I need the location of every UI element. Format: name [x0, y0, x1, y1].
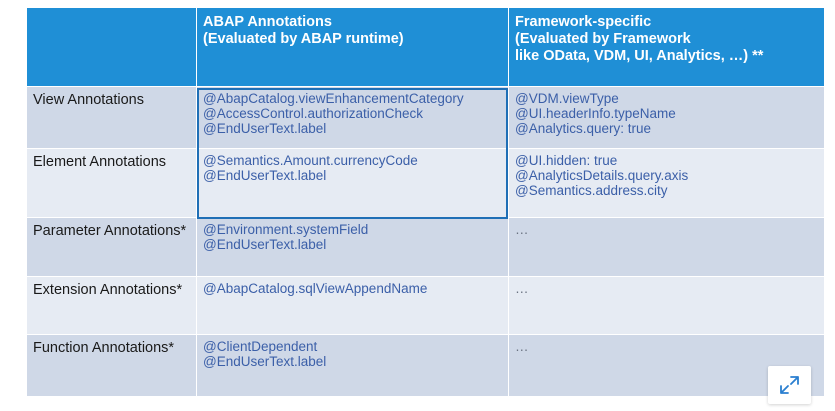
annotation-text: @EndUserText.label — [203, 354, 327, 369]
framework-cell-parameter: … — [508, 217, 825, 277]
abap-cell-extension: @AbapCatalog.sqlViewAppendName — [196, 276, 509, 335]
ellipsis-text: … — [515, 281, 529, 296]
table-header-row: ABAP Annotations (Evaluated by ABAP runt… — [26, 7, 825, 87]
annotation-text: @UI.hidden: true — [515, 153, 618, 168]
expand-button[interactable] — [768, 366, 811, 404]
abap-cell-function: @ClientDependent @EndUserText.label — [196, 334, 509, 397]
table-row: Element Annotations @Semantics.Amount.cu… — [26, 148, 825, 218]
header-abap-title: ABAP Annotations — [203, 14, 332, 30]
ellipsis-text: … — [515, 222, 529, 237]
header-framework-specific: Framework-specific (Evaluated by Framewo… — [508, 7, 825, 87]
annotation-text: @Analytics.query: true — [515, 121, 652, 136]
annotation-text: @AbapCatalog.viewEnhancementCategory — [203, 91, 464, 106]
expand-arrows-icon — [780, 376, 799, 394]
table-row: Extension Annotations* @AbapCatalog.sqlV… — [26, 276, 825, 335]
table-row: View Annotations @AbapCatalog.viewEnhanc… — [26, 86, 825, 149]
annotation-text: @EndUserText.label — [203, 168, 327, 183]
annotation-text: @Semantics.Amount.currencyCode — [203, 153, 418, 168]
row-label-element: Element Annotations — [26, 148, 197, 218]
framework-cell-view: @VDM.viewType @UI.headerInfo.typeName @A… — [508, 86, 825, 149]
table-row: Function Annotations* @ClientDependent @… — [26, 334, 825, 397]
annotation-text: @AnalyticsDetails.query.axis — [515, 168, 689, 183]
table-row: Parameter Annotations* @Environment.syst… — [26, 217, 825, 277]
annotation-text: @EndUserText.label — [203, 237, 327, 252]
annotations-table: ABAP Annotations (Evaluated by ABAP runt… — [26, 7, 825, 397]
annotation-text: @ClientDependent — [203, 339, 318, 354]
abap-cell-element: @Semantics.Amount.currencyCode @EndUserT… — [196, 148, 509, 218]
framework-cell-element: @UI.hidden: true @AnalyticsDetails.query… — [508, 148, 825, 218]
framework-cell-function: … — [508, 334, 825, 397]
annotation-text: @VDM.viewType — [515, 91, 619, 106]
abap-cell-parameter: @Environment.systemField @EndUserText.la… — [196, 217, 509, 277]
header-framework-title: Framework-specific — [515, 14, 652, 30]
annotation-text: @AccessControl.authorizationCheck — [203, 106, 424, 121]
ellipsis-text: … — [515, 339, 529, 354]
header-empty-cell — [26, 7, 197, 87]
abap-cell-view: @AbapCatalog.viewEnhancementCategory @Ac… — [196, 86, 509, 149]
header-framework-subtitle-2: like OData, VDM, UI, Analytics, …) ** — [515, 48, 764, 64]
annotation-text: @AbapCatalog.sqlViewAppendName — [203, 281, 428, 296]
header-abap-subtitle: (Evaluated by ABAP runtime) — [203, 31, 404, 47]
annotation-text: @Environment.systemField — [203, 222, 369, 237]
annotation-text: @Semantics.address.city — [515, 183, 668, 198]
header-abap-annotations: ABAP Annotations (Evaluated by ABAP runt… — [196, 7, 509, 87]
row-label-view: View Annotations — [26, 86, 197, 149]
framework-cell-extension: … — [508, 276, 825, 335]
row-label-function: Function Annotations* — [26, 334, 197, 397]
row-label-extension: Extension Annotations* — [26, 276, 197, 335]
annotation-text: @EndUserText.label — [203, 121, 327, 136]
header-framework-subtitle-1: (Evaluated by Framework — [515, 31, 691, 47]
annotation-text: @UI.headerInfo.typeName — [515, 106, 676, 121]
row-label-parameter: Parameter Annotations* — [26, 217, 197, 277]
